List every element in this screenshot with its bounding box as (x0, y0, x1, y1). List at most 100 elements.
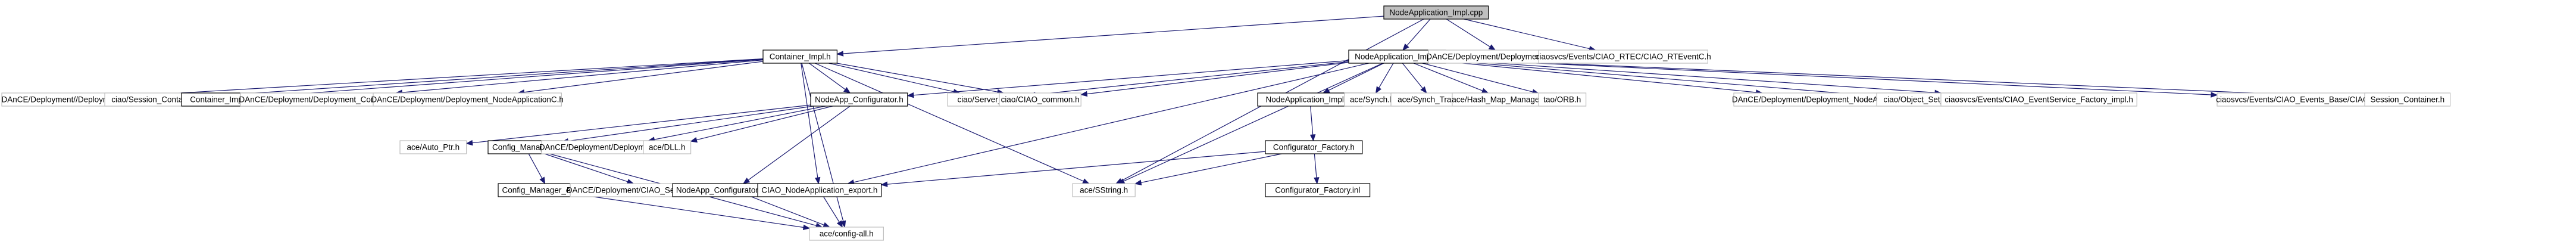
node-box (762, 49, 838, 64)
edge-configurator_factory_h-to-configurator_factory_inl (1314, 153, 1317, 178)
edge-ciao_nodeapp_export-to-config_all (823, 196, 840, 222)
node-nodeapp-impl-h[interactable]: NodeApplication_Impl.h (1348, 49, 1446, 64)
node-box (1072, 183, 1136, 197)
node-label: Configurator_Factory.inl (1275, 186, 1360, 195)
arrowhead-hash_map (1481, 88, 1489, 94)
arrowhead-container_impl_h (836, 51, 844, 57)
node-container-impl-h[interactable]: Container_Impl.h (762, 49, 838, 64)
edge-root-to-nodeapp_impl_h (1406, 18, 1431, 46)
edge-container_impl_h-to-ciao_nodeapp_export (801, 63, 818, 178)
edge-nodeapp_impl_h-to-hash_map (1413, 63, 1483, 91)
node-label: NodeApplication_Impl.inl (1266, 95, 1355, 104)
edges-layer (132, 15, 2366, 231)
arrowhead-ciao_common (1080, 91, 1088, 97)
arrowhead-config_all (836, 220, 843, 228)
arrowhead-ciao_nodeapp_export (880, 181, 888, 187)
edge-container_impl_h-to-session_container (215, 58, 764, 97)
edge-container_impl_h-to-deploymentc (139, 58, 764, 96)
edge-container_impl_h-to-containers (402, 60, 764, 93)
node-label: NodeApp_Configurator.h (815, 95, 904, 104)
node-box (643, 140, 692, 154)
edge-nodeapp_impl_h-to-nodeapp_impl_inl (1328, 63, 1384, 91)
edge-nodeapp_impl_h-to-nodeapps (1445, 61, 1756, 93)
arrowhead-config_all (840, 220, 846, 228)
arrowhead-synch_traits (1420, 86, 1427, 94)
node-label: ciao/Object_Set_T.h (1883, 95, 1955, 104)
node-label: DAnCE/Deployment/Deployment_ContainerS.h (239, 95, 408, 104)
edge-nodeapp_impl_h-to-server_init (1035, 61, 1349, 95)
edge-nodeapp_impl_h-to-object_set (1445, 60, 1871, 96)
arrowhead-deploy_eventsc (1488, 44, 1496, 51)
edge-config_manager_h-to-server_resourcesc (544, 153, 628, 182)
node-label: ciao/Session_Container.h (111, 95, 202, 104)
node-label: ace/SString.h (1080, 186, 1128, 195)
node-label: ace/Synch_Traits.h (1398, 95, 1466, 104)
node-box (1538, 49, 1708, 64)
edge-nodeapp_configurator_h-to-corec (654, 106, 826, 140)
edge-nodeapp_impl_h-to-nodeapp_configurator_h (913, 60, 1349, 96)
edge-nodeapp_impl_h-to-synch_traits (1402, 63, 1423, 89)
node-sstring: ace/SString.h (1072, 183, 1136, 197)
node-label: Configurator_Factory.h (1273, 143, 1355, 152)
arrowhead-config_all (802, 224, 811, 231)
arrowhead-sstring (1134, 179, 1142, 185)
node-box (1265, 140, 1363, 154)
edge-nodeapp_impl_h-to-sstring (1123, 63, 1383, 182)
node-box (810, 92, 908, 107)
node-label: CIAO_NodeApplication_export.h (761, 186, 877, 195)
node-box (809, 227, 884, 241)
node-hash-map: ace/Hash_Map_Manager_T.h (1452, 92, 1557, 107)
node-label: ace/Hash_Map_Manager_T.h (1452, 95, 1557, 104)
node-label: ace/Auto_Ptr.h (407, 143, 460, 152)
node-label: ciaosvcs/Events/CIAO_Events_Base/CIAO_Ev… (2216, 95, 2410, 104)
edge-container_impl_h-to-nodeapp_configurator_h (809, 63, 846, 90)
node-deploymentc: DAnCE/Deployment//DeploymentC.h (1, 92, 133, 107)
node-box (1383, 5, 1489, 20)
edge-nodeapp_impl_h-to-session_container_h (1445, 58, 2359, 98)
node-label: Container_Impl.h (770, 52, 831, 61)
node-containers: DAnCE/Deployment/Deployment_ContainerS.h (239, 92, 408, 107)
node-box (373, 92, 562, 107)
node-box (1538, 92, 1587, 107)
arrowhead-nodeapp_configurator_export (742, 178, 751, 184)
node-synch: ace/Synch.h (1344, 92, 1400, 107)
arrowhead-nodeapp_configurator_h (906, 92, 914, 98)
node-rtevent: ciaosvcs/Events/CIAO_RTEC/CIAO_RTEventC.… (1536, 49, 1711, 64)
edge-nodeapp_configurator_h-to-dll (696, 106, 833, 141)
edge-container_impl_h-to-container_impl_inl (269, 59, 764, 97)
arrowhead-config_all (823, 222, 831, 228)
edge-container_impl_h-to-ciao_common (836, 63, 998, 92)
node-root[interactable]: NodeApplication_Impl.cpp (1383, 5, 1489, 20)
node-configurator-factory-inl[interactable]: Configurator_Factory.inl (1265, 183, 1371, 197)
node-label: ciaosvcs/Events/CIAO_RTEC/CIAO_RTEventC.… (1536, 52, 1711, 61)
nodes-layer: NodeApplication_Impl.cppContainer_Impl.h… (1, 5, 2451, 241)
edge-root-to-deploy_eventsc (1446, 18, 1490, 48)
edge-nodeapp_impl_h-to-ciao_common (1087, 62, 1349, 95)
edge-container_impl_h-to-server_init (829, 63, 954, 92)
node-ciao-nodeapp-export[interactable]: CIAO_NodeApplication_export.h (757, 183, 882, 197)
node-events-s: ciaosvcs/Events/CIAO_Events_Base/CIAO_Ev… (2216, 92, 2411, 107)
node-label: Session_Container.h (2371, 95, 2445, 104)
arrowhead-sstring (1082, 178, 1090, 184)
node-box (399, 140, 467, 154)
arrowhead-synch (1375, 86, 1382, 94)
edge-nodeapp_configurator_h-to-nodeapp_configurator_export (748, 106, 851, 181)
arrowhead-nodeapp_configurator_h (843, 87, 851, 94)
node-dll: ace/DLL.h (643, 140, 692, 154)
edge-config_manager_h-to-config_manager_export (528, 153, 543, 179)
node-label: NodeApplication_Impl.cpp (1389, 8, 1483, 17)
node-nodeapp-impl-inl[interactable]: NodeApplication_Impl.inl (1257, 92, 1363, 107)
node-label: NodeApplication_Impl.h (1355, 52, 1440, 61)
edge-nodeapp_impl_h-to-synch (1378, 63, 1394, 88)
node-orb: tao/ORB.h (1538, 92, 1587, 107)
node-configurator-factory-h[interactable]: Configurator_Factory.h (1265, 140, 1363, 154)
arrowhead-auto_ptr (465, 139, 473, 146)
edge-nodeapp_configurator_h-to-config_manager_h (568, 106, 814, 142)
edge-nodeapp_impl_h-to-orb (1422, 63, 1533, 92)
node-nodeapp-configurator-h[interactable]: NodeApp_Configurator.h (810, 92, 908, 107)
edge-config_manager_export-to-config_all (593, 196, 804, 228)
edge-nodeapp_impl_inl-to-configurator_factory_h (1310, 106, 1314, 135)
edge-root-to-container_impl_h (843, 15, 1384, 54)
edge-nodeapp_configurator_h-to-auto_ptr (472, 104, 811, 144)
node-box (1265, 183, 1371, 197)
